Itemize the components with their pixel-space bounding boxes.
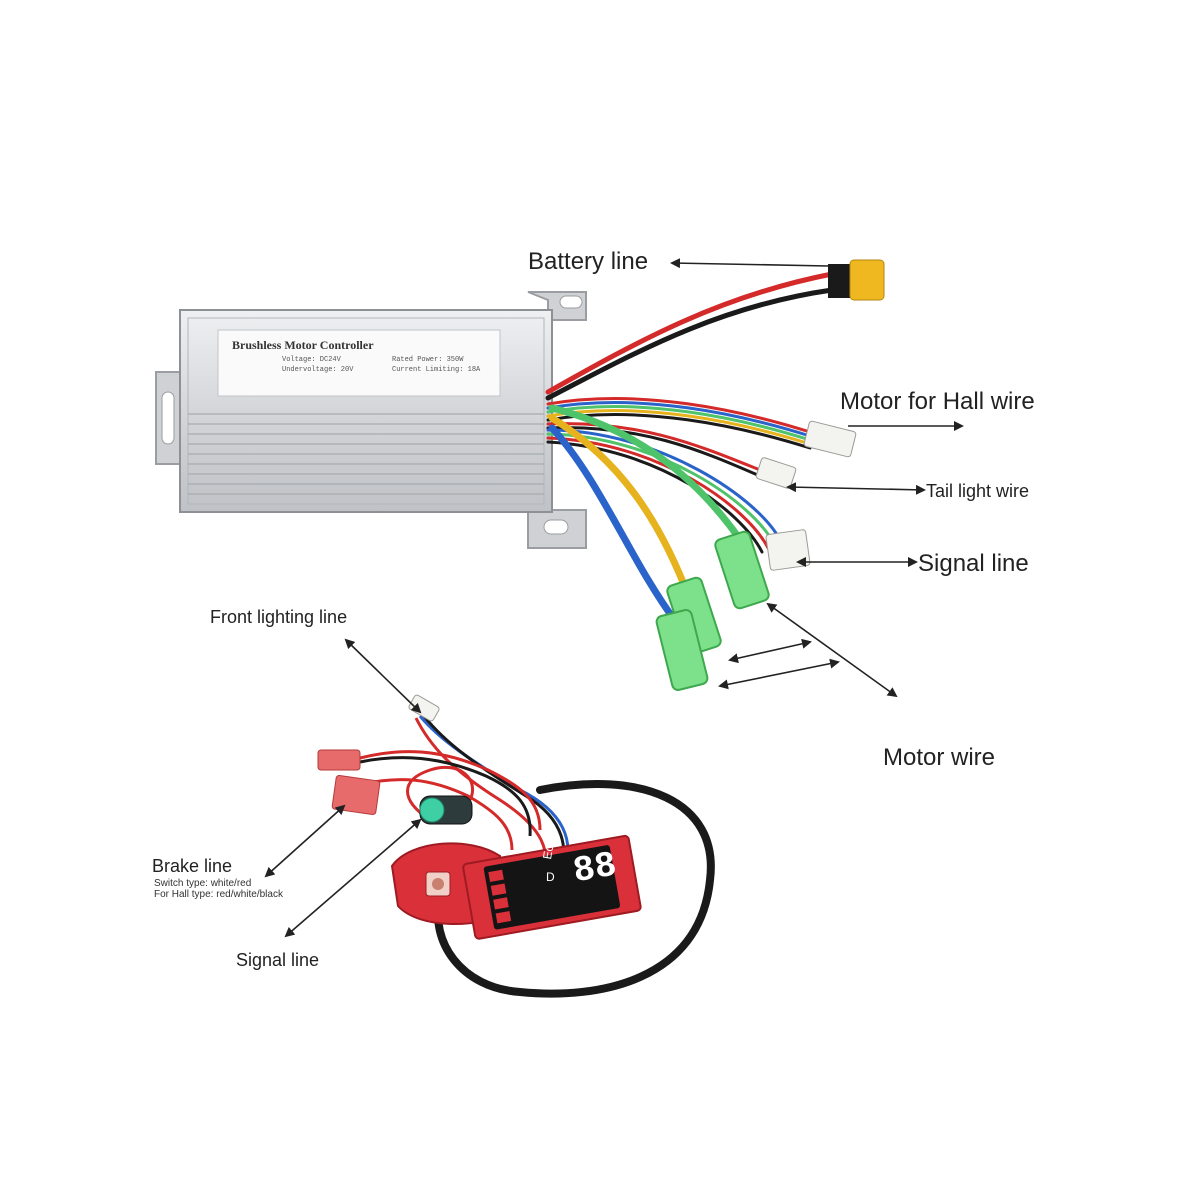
callout-arrows-top	[670, 258, 964, 698]
display-speed-digits: 88	[570, 844, 620, 893]
label-motor-hall-wire: Motor for Hall wire	[840, 388, 1035, 415]
controller-spec-power: Rated Power: 350W	[392, 356, 464, 364]
battery-connector	[828, 259, 885, 301]
motor-controller	[155, 291, 587, 549]
arrow-motor-wire-1	[728, 638, 812, 664]
controller-label-sticker	[217, 329, 501, 397]
arrow-motor-wire-3	[766, 602, 898, 698]
display-gear-text: D	[546, 870, 555, 884]
label-motor-wire: Motor wire	[883, 744, 996, 771]
controller-spec-voltage: Voltage: DC24V	[282, 356, 341, 364]
heat-sink-fins	[188, 413, 544, 495]
label-battery-line: Battery line	[528, 248, 649, 275]
label-signal-line-bottom: Signal line	[236, 950, 320, 970]
display-screen	[483, 845, 621, 930]
front-light-connector	[408, 694, 440, 722]
label-tail-light-wire: Tail light wire	[926, 481, 1030, 501]
dashboard-cable	[434, 780, 715, 998]
brake-connector-2	[331, 774, 381, 816]
brake-connector-1	[317, 749, 361, 771]
motor-phase-connectors	[655, 530, 770, 691]
hall-connector	[803, 420, 857, 458]
controller-wiring	[545, 271, 835, 626]
callout-arrows-bottom	[264, 638, 422, 938]
arrow-front-lighting-line	[344, 638, 422, 714]
label-brake-line: Brake line	[152, 856, 233, 876]
label-brake-hall-type: For Hall type: red/white/black	[154, 889, 283, 900]
arrow-tail-light-wire	[786, 482, 926, 495]
controller-spec-undervoltage: Undervoltage: 20V	[282, 366, 354, 374]
label-front-lighting-line: Front lighting line	[210, 607, 348, 627]
label-brake-switch-type: Switch type: white/red	[154, 878, 252, 889]
controller-title: Brushless Motor Controller	[232, 338, 374, 352]
arrow-battery-line	[670, 258, 829, 269]
tail-light-connector	[755, 457, 797, 489]
arrow-motor-wire-2	[718, 658, 840, 690]
signal-connector	[765, 529, 811, 571]
arrow-brake-line	[264, 804, 346, 878]
dashboard-assembly	[317, 694, 715, 998]
controller-spec-current: Current Limiting: 18A	[392, 366, 481, 374]
arrow-signal-line-bottom	[284, 818, 422, 938]
label-signal-line-top: Signal line	[918, 550, 1029, 577]
